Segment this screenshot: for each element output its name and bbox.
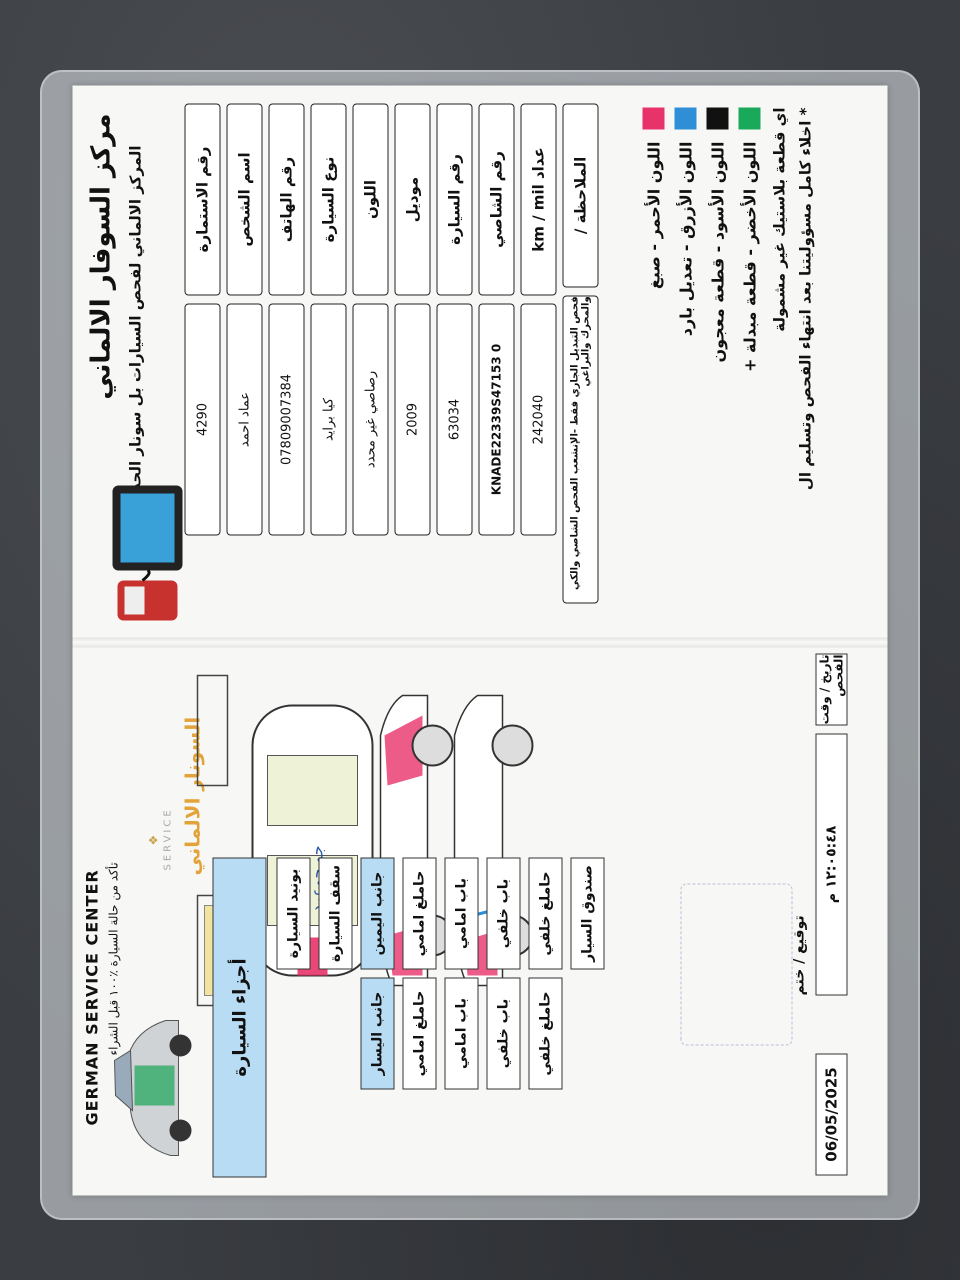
- blue-swatch: [674, 107, 697, 130]
- part-cell: سقف السيارة: [318, 857, 353, 970]
- car-parts-grid: أجزاء السيارة بونيد السيارة سقف السيارة …: [212, 857, 613, 1178]
- legend-item: اللون الأخضر - قطعة مبدلة +: [738, 107, 761, 628]
- info-row: رقم السيارة 63034: [436, 103, 473, 604]
- part-cell: باب خلفي: [486, 857, 521, 970]
- car-illustration: [113, 1020, 192, 1156]
- green-swatch: [738, 107, 761, 130]
- footnote-disclaimer: * اخلاء كامل مسؤوليتنا بعد انتهاء الفحص …: [796, 107, 815, 491]
- info-row: نوع السيارة كيا برايد: [310, 103, 347, 604]
- info-label: موديل: [394, 103, 431, 296]
- black-swatch: [706, 107, 729, 130]
- diagnostic-device-icon: [112, 485, 183, 621]
- info-value: رصاصي غير محدد: [352, 303, 389, 536]
- info-value: فحص التبديل الجاري فقط -الإنشعب الفحص ال…: [562, 295, 599, 604]
- info-row: اسم الشخص عماد احمد: [226, 103, 263, 604]
- info-label: رقم الاستمارة: [184, 103, 221, 296]
- part-cell: باب امامي: [444, 977, 479, 1090]
- inspection-report: مركز السوفار الالماني المركز الالماني لف…: [72, 85, 888, 1196]
- info-value: كيا برايد: [310, 303, 347, 536]
- parts-row: جانب اليمين جانب اليسار: [360, 857, 395, 1178]
- stamp-area: [680, 883, 793, 1046]
- parts-row: حاملغ خلفي حاملغ خلفي: [528, 857, 563, 1178]
- info-row: عداد km / mil 242040: [520, 103, 557, 604]
- legend-text: اللون الأحمر - صبغ: [644, 141, 663, 290]
- legend-text: اللون الأسود - قطعة معجون: [708, 141, 727, 363]
- sign-label: توقيع / ختم: [791, 915, 808, 996]
- info-value: 07809007384: [268, 303, 305, 536]
- legend-text: اللون الأخضر - قطعة مبدلة +: [740, 141, 759, 372]
- info-row: اللون رصاصي غير محدد: [352, 103, 389, 604]
- part-cell: باب امامي: [444, 857, 479, 970]
- info-label: الملاحظة /: [562, 103, 599, 288]
- part-cell: حاملغ خلفي: [528, 977, 563, 1090]
- info-row: رقم الشاصي KNADE22339S47153 0: [478, 103, 515, 604]
- brand-logo-text: SERVICE: [162, 807, 174, 871]
- info-label: اللون: [352, 103, 389, 296]
- service-center-name: GERMAN SERVICE CENTER: [82, 869, 102, 1126]
- part-cell: جانب اليسار: [360, 977, 395, 1090]
- parts-row: باب امامي باب امامي: [444, 857, 479, 1178]
- info-value: 4290: [184, 303, 221, 536]
- part-cell: بونيد السيارة: [276, 857, 311, 970]
- color-legend: اللون الأحمر - صبغ اللون الأزرق - تعديل …: [642, 107, 815, 628]
- info-label: عداد km / mil: [520, 103, 557, 296]
- legend-item: اللون الأزرق - تعديل بارد: [674, 107, 697, 628]
- legend-item: اللون الأحمر - صبغ: [642, 107, 665, 628]
- parts-header: أجزاء السيارة: [212, 857, 267, 1178]
- info-value: 2009: [394, 303, 431, 536]
- part-cell: حاملغ امامي: [402, 977, 437, 1090]
- info-row: الملاحظة / فحص التبديل الجاري فقط -الإنش…: [562, 103, 599, 604]
- part-cell: جانب اليمين: [360, 857, 395, 970]
- legend-item: اللون الأسود - قطعة معجون: [706, 107, 729, 628]
- info-row: موديل 2009: [394, 103, 431, 604]
- info-value: 63034: [436, 303, 473, 536]
- parts-row: سقف السيارة: [318, 857, 353, 1178]
- info-label: نوع السيارة: [310, 103, 347, 296]
- brand-logo: ❖: [146, 832, 161, 846]
- legend-text: اللون الأزرق - تعديل بارد: [676, 141, 695, 337]
- inspection-time: ١٢:٠٥:٤٨ م: [815, 733, 848, 996]
- parts-row: بونيد السيارة: [276, 857, 311, 1178]
- info-row: رقم الهاتف 07809007384: [268, 103, 305, 604]
- red-swatch: [642, 107, 665, 130]
- info-label: رقم الشاصي: [478, 103, 515, 296]
- report-subtitle: المركز الالماني لفحص السيارات بل سونار ا…: [126, 145, 145, 513]
- info-value: KNADE22339S47153 0: [478, 303, 515, 536]
- datetime-label: تاريخ / وقت الفحص: [815, 653, 848, 726]
- parts-row: حاملغ امامي حاملغ امامي: [402, 857, 437, 1178]
- info-label: اسم الشخص: [226, 103, 263, 296]
- part-cell: حاملغ خلفي: [528, 857, 563, 970]
- info-label: رقم الهاتف: [268, 103, 305, 296]
- parts-row: باب خلفي باب خلفي: [486, 857, 521, 1178]
- info-value: عماد احمد: [226, 303, 263, 536]
- parts-row: صندوق السيار: [570, 857, 605, 1178]
- part-cell: صندوق السيار: [570, 857, 605, 970]
- info-value: 242040: [520, 303, 557, 536]
- part-cell: باب خلفي: [486, 977, 521, 1090]
- inspection-date: 06/05/2025: [815, 1053, 848, 1176]
- vehicle-info-table: رقم الاستمارة 4290 اسم الشخص عماد احمد ر…: [184, 103, 605, 604]
- footnote-plastic: اي قطعة بلاستيك غير مشمولة: [770, 107, 789, 332]
- part-cell: حاملغ امامي: [402, 857, 437, 970]
- info-row: رقم الاستمارة 4290: [184, 103, 221, 604]
- info-label: رقم السيارة: [436, 103, 473, 296]
